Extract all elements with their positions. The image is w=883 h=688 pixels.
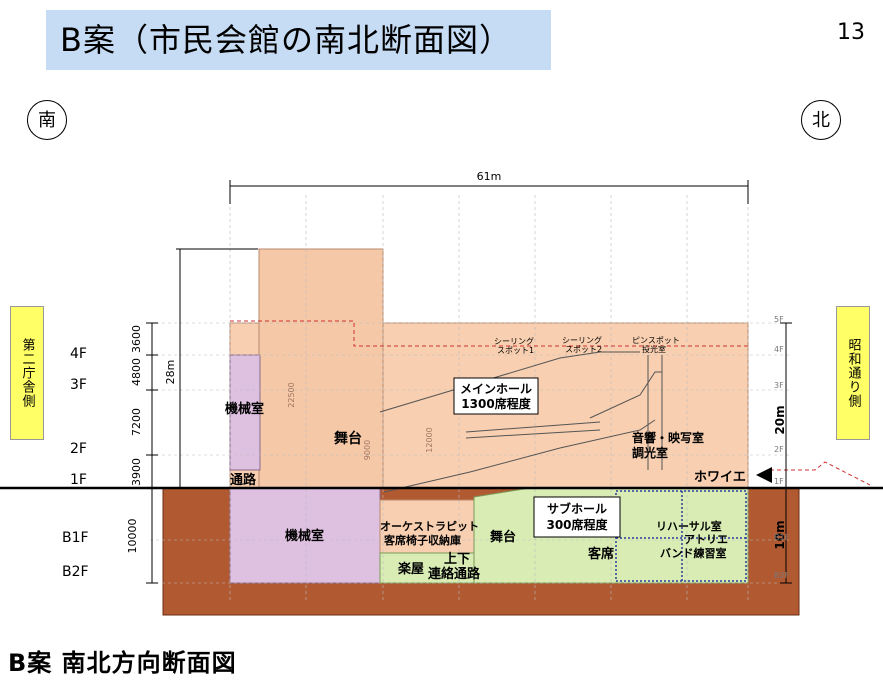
right-floor-b2f: B2F — [774, 571, 790, 580]
floor-label-3f: 3F — [70, 377, 87, 393]
atelier-label: アトリエ — [684, 533, 728, 546]
main-hall-label-line1: メインホール — [460, 382, 532, 396]
left-side-label: 第二庁舎側 — [10, 306, 44, 440]
inner-dim-12000: 12000 — [425, 427, 434, 452]
sub-hall-label-line2: 300席程度 — [546, 517, 608, 532]
pin-spot-line1: ピンスポット — [632, 336, 680, 345]
orchestra-pit — [379, 499, 475, 554]
vertical-passage-line2: 連絡通路 — [428, 566, 481, 582]
floor-label-1f: 1F — [70, 472, 87, 488]
sound-room-line2: 調光室 — [632, 445, 668, 460]
height-total-label: 28m — [164, 360, 177, 385]
floor-label-b2f: B2F — [62, 564, 89, 580]
ceiling-spot1-line1: シーリング — [494, 336, 534, 346]
right-floor-5f: 5F — [774, 315, 784, 324]
band-practice-label: バンド練習室 — [660, 546, 727, 560]
main-hall-label-box — [453, 377, 539, 415]
sound-room-line1: 音響・映写室 — [632, 430, 704, 445]
ceiling-spot2-line2: スポット2 — [565, 345, 602, 354]
foyer-label: ホワイエ — [694, 470, 746, 485]
page-title: B案（市民会館の南北断面図） — [46, 10, 551, 70]
machine-room-upper-label: 機械室 — [225, 401, 264, 417]
floor-height-2f: 7200 — [130, 408, 143, 436]
floor-label-2f: 2F — [70, 441, 87, 457]
page-number: 13 — [837, 20, 865, 45]
south-direction-marker: 南 — [27, 100, 67, 140]
orchestra-pit-line2: 客席椅子収納庫 — [383, 533, 461, 547]
passage-label: 通路 — [230, 472, 257, 488]
floor-label-4f: 4F — [70, 346, 87, 362]
pin-spot-line2: 投光室 — [642, 344, 666, 354]
rehearsal-label: リハーサル室 — [656, 519, 722, 533]
footer-title: B案 南北方向断面図 — [8, 649, 237, 677]
sub-hall-label-line1: サブホール — [547, 501, 607, 516]
sub-hall-partitions — [615, 490, 747, 582]
foyer-outline — [770, 461, 871, 486]
stage-label: 舞台 — [334, 430, 362, 447]
vertical-passage-line1: 上下 — [444, 552, 470, 567]
right-floor-2f: 2F — [774, 445, 784, 454]
ceiling-spot2-line1: シーリング — [562, 335, 602, 345]
right-dimensions — [780, 322, 792, 584]
entry-arrow — [756, 467, 772, 483]
north-direction-marker: 北 — [801, 100, 841, 140]
ceiling-spot1-line2: スポット1 — [497, 346, 534, 355]
inner-dim-22500: 22500 — [287, 382, 296, 407]
orchestra-pit-line1: オーケストラピット — [380, 520, 479, 533]
roof-outline — [230, 320, 748, 347]
right-floor-b1f: B1F — [774, 533, 790, 542]
right-floor-4f: 4F — [774, 345, 784, 354]
machine-room-lower — [229, 487, 381, 584]
machine-room-upper — [229, 354, 261, 471]
floor-label-b1f: B1F — [62, 530, 89, 546]
height-dimension-left — [176, 248, 258, 488]
floor-dimension-ticks — [146, 322, 158, 584]
floor-height-1f: 3900 — [130, 458, 143, 486]
right-floor-3f: 3F — [774, 381, 784, 390]
depth-below-right-label: 10m — [773, 520, 787, 549]
sub-stage-label: 舞台 — [489, 529, 516, 545]
seating-lines — [379, 351, 663, 493]
right-side-label: 昭和通り側 — [836, 306, 870, 440]
machine-room-lower-label: 機械室 — [285, 528, 324, 544]
height-above-right-label: 20m — [773, 405, 787, 434]
width-dimension — [229, 180, 749, 204]
green-room-label: 楽屋 — [397, 561, 424, 577]
below-ground-dim-label: 10000 — [126, 519, 139, 554]
right-floor-1f: 1F — [774, 477, 784, 486]
width-dimension-label: 61m — [477, 170, 502, 183]
main-hall-label-line2: 1300席程度 — [461, 396, 531, 411]
inner-dim-9000: 9000 — [363, 440, 372, 460]
green-room-block — [379, 552, 475, 584]
floor-height-4f: 3600 — [130, 325, 143, 353]
floor-height-3f: 4800 — [130, 358, 143, 386]
sub-hall-label-box — [533, 496, 621, 538]
sub-seats-label: 客席 — [588, 546, 614, 562]
